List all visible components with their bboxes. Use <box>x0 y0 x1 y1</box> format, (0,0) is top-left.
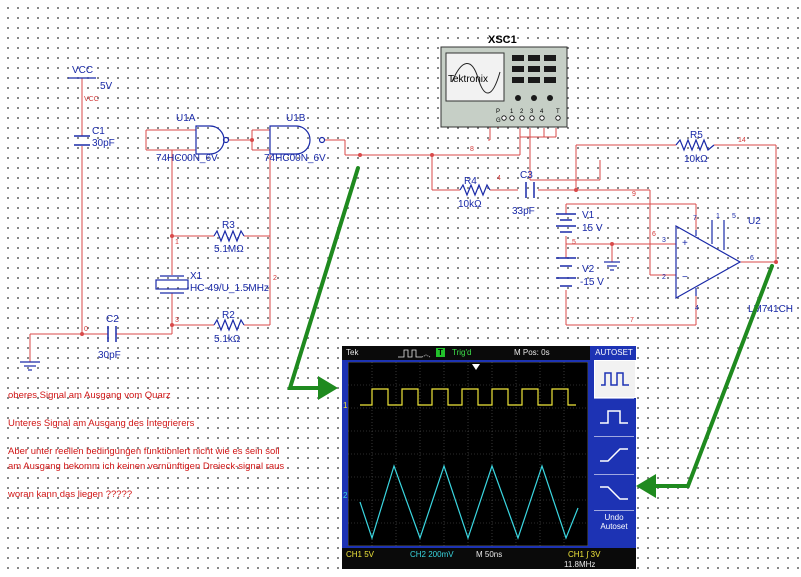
v1-value: 15 V <box>582 223 603 234</box>
opamp-pin-6: 6 <box>750 255 754 262</box>
net-label: 5 <box>572 239 576 246</box>
net-label: 3 <box>175 317 179 324</box>
note-line: oberes Signal am Ausgang vom Quarz <box>8 390 171 401</box>
scope-graticule <box>347 361 589 547</box>
scope-softkey-panel: AUTOSET Undo Autoset <box>592 346 636 569</box>
r3-ref: R3 <box>222 220 235 231</box>
vcc-voltage: 5V <box>100 81 113 92</box>
net-label: 7 <box>630 317 634 324</box>
xsc1-brand: Tektronix <box>448 74 488 85</box>
softkey-multi-cycle[interactable] <box>594 360 636 398</box>
u1b-part: 74HC00N_6V <box>264 153 326 164</box>
v2-ref: V2 <box>582 264 595 275</box>
xsc1-ref: XSC1 <box>488 34 517 46</box>
opamp-pin-4: 4 <box>695 305 699 312</box>
net-label: 1 <box>175 239 179 246</box>
softkey-single-cycle[interactable] <box>594 398 634 435</box>
oscilloscope-screen: Tek T Trig'd M Pos: 0s <box>342 346 636 569</box>
r4-value: 10kΩ <box>458 199 482 210</box>
scope-status-bar: Tek T Trig'd M Pos: 0s <box>342 346 590 360</box>
net-label: 6 <box>652 231 656 238</box>
u2-part: LM741CH <box>748 304 793 315</box>
svg-text:+: + <box>682 238 688 249</box>
c1-value: 30pF <box>92 138 115 149</box>
falling-edge-icon <box>600 486 628 500</box>
u2-ref: U2 <box>748 216 761 227</box>
note-line: woran kann das liegen ????? <box>8 489 133 500</box>
net-label: 4 <box>497 175 501 182</box>
v2-value: -15 V <box>580 277 604 288</box>
u1a-ref: U1A <box>176 113 196 124</box>
opamp-pin-3: 3 <box>662 237 666 244</box>
opamp-pin-1: 1 <box>716 213 720 220</box>
ch1-scale: CH1 5V <box>346 550 375 559</box>
opamp-pin-7: 7 <box>693 215 697 222</box>
ch1-trace <box>360 388 576 406</box>
net-label: 9 <box>632 191 636 198</box>
net-label: 2 <box>273 275 277 282</box>
trigger-position-icon <box>398 349 431 358</box>
c3-ref: C3 <box>520 170 533 181</box>
softkey-rising-edge[interactable] <box>594 436 634 473</box>
u1a-part: 74HC00N_6V <box>156 153 218 164</box>
rising-edge-icon <box>600 448 628 462</box>
r5-value: 10kΩ <box>684 154 708 165</box>
note-line: am Ausgang bekomm ich keinen vernünftige… <box>8 461 285 472</box>
net-label: 0 <box>84 326 88 333</box>
scope-readout-bar: CH1 5V CH2 200mV M 50ns CH1 ∫ 3V 11.8MHz <box>342 548 636 569</box>
note-line: Aber unter reellen bedingungen funktioni… <box>8 446 280 457</box>
undo-autoset-button[interactable]: Undo Autoset <box>594 510 634 546</box>
ch2-scale: CH2 200mV <box>410 550 454 559</box>
xsc1-terminal-label: T <box>556 109 560 115</box>
autoset-title: AUTOSET <box>595 348 633 357</box>
r5-ref: R5 <box>690 130 703 141</box>
multi-cycle-square-icon <box>601 372 629 386</box>
x1-part: HC-49/U_1.5MHz <box>190 283 269 294</box>
softkey-falling-edge[interactable] <box>594 474 634 511</box>
net-label: 8 <box>470 146 474 153</box>
xsc1-terminal-label: 4 <box>540 109 544 115</box>
r4-ref: R4 <box>464 176 477 187</box>
trigger-readout: CH1 ∫ 3V <box>568 550 601 559</box>
m-pos-readout: M Pos: 0s <box>514 348 550 357</box>
r2-value: 5.1kΩ <box>214 334 241 345</box>
time-scale: M 50ns <box>476 550 503 559</box>
x1-ref: X1 <box>190 271 203 282</box>
xsc1-terminal-label: 1 <box>510 109 514 115</box>
svg-text:−: − <box>682 272 688 283</box>
note-line: Unteres Signal am Ausgang des Integriere… <box>8 418 195 429</box>
xsc1-terminal-label: G <box>496 118 501 124</box>
trigger-badge: T <box>436 348 445 357</box>
oscilloscope-instrument[interactable]: Tektronix P G 1 2 3 4 T <box>440 46 568 128</box>
c2-value: 30pF <box>98 350 121 361</box>
v1-ref: V1 <box>582 210 595 221</box>
net-label: 14 <box>738 137 746 144</box>
c3-value: 33pF <box>512 206 535 217</box>
ch2-marker: 2 <box>343 491 348 500</box>
arrow-to-scope-ch1 <box>287 166 360 390</box>
u1b-ref: U1B <box>286 113 306 124</box>
xsc1-terminal-label: 3 <box>530 109 534 115</box>
xsc1-terminal-label: 2 <box>520 109 524 115</box>
trigger-status: Trig'd <box>452 348 472 357</box>
vcc-net-label: VCC <box>84 96 99 103</box>
r2-ref: R2 <box>222 310 235 321</box>
waveform-display <box>347 361 589 547</box>
ch2-trace <box>359 464 579 540</box>
scope-brand: Tek <box>346 348 359 357</box>
frequency-readout: 11.8MHz <box>564 560 596 569</box>
vcc-label: VCC <box>72 65 93 76</box>
c2-ref: C2 <box>106 314 119 325</box>
opamp-pin-2: 2 <box>662 274 666 281</box>
opamp-pin-5: 5 <box>732 213 736 220</box>
c1-ref: C1 <box>92 126 105 137</box>
arrow-to-scope-ch2 <box>650 264 774 488</box>
single-cycle-square-icon <box>600 410 628 424</box>
ch1-marker: 1 <box>343 401 348 410</box>
r3-value: 5.1MΩ <box>214 244 244 255</box>
xsc1-terminal-label: P <box>496 109 500 115</box>
